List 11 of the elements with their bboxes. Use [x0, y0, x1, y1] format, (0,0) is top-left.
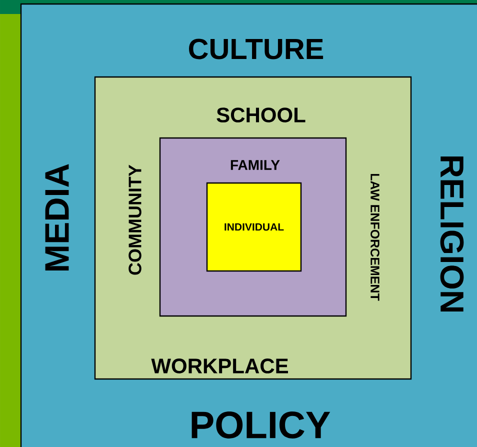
- box-label: FAMILY: [230, 160, 280, 170]
- box-label: RELIGION: [440, 156, 464, 312]
- box-label: LAW ENFORCEMENT: [370, 174, 380, 301]
- box-label: MEDIA: [45, 164, 69, 270]
- box-label: COMMUNITY: [128, 164, 142, 275]
- box-label: POLICY: [192, 412, 330, 438]
- box-label: INDIVIDUAL: [224, 223, 284, 231]
- center-box: [206, 182, 302, 272]
- box-label: CULTURE: [189, 38, 324, 60]
- box-label: WORKPLACE: [151, 358, 288, 374]
- box-label: SCHOOL: [216, 108, 306, 122]
